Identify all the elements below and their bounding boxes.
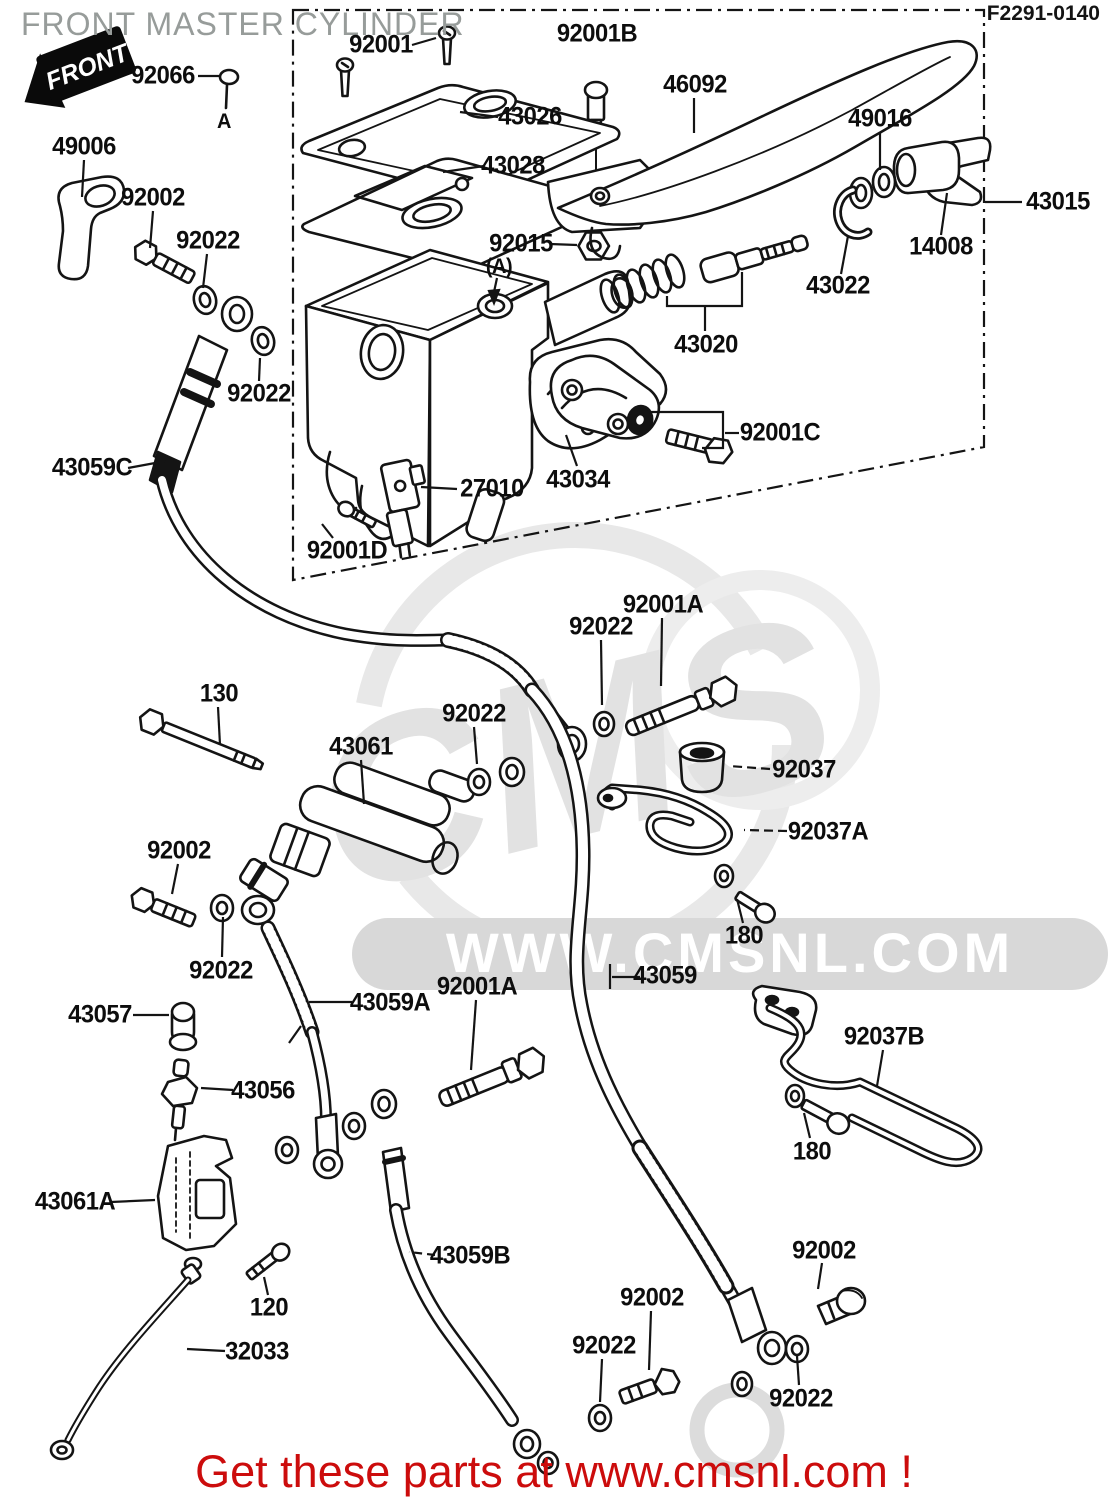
part-label-43061[interactable]: 43061 — [329, 732, 393, 761]
bolt-130-art — [138, 708, 265, 771]
hook-92037a-art — [596, 783, 733, 856]
part-label-180[interactable]: 180 — [724, 921, 764, 950]
hose-43059a-art — [240, 894, 398, 1180]
part-label-120[interactable]: 120 — [249, 1293, 289, 1322]
screw-92001-art — [335, 25, 457, 98]
part-label-43059b[interactable]: 43059B — [429, 1241, 511, 1270]
piston-spring-art — [599, 234, 809, 314]
part-label-92037[interactable]: 92037 — [772, 755, 836, 784]
clip-43022-art — [833, 185, 873, 240]
bolt-180-upper-art — [713, 863, 776, 924]
part-label-92001b[interactable]: 92001B — [556, 19, 638, 48]
front-direction-sign: FRONT — [24, 26, 136, 108]
hose-32033-art — [49, 1256, 203, 1461]
part-label-a: A — [217, 110, 231, 133]
screw-92001a-lower-art — [438, 1046, 546, 1107]
part-label-92022[interactable]: 92022 — [569, 612, 633, 641]
part-label-92037b[interactable]: 92037B — [843, 1022, 925, 1051]
part-label-92002[interactable]: 92002 — [620, 1283, 684, 1312]
bleeder-43056-art — [160, 1058, 199, 1142]
grommet-92037-art — [678, 741, 726, 794]
bolt-92002-middle-art — [130, 886, 197, 928]
part-label-43022[interactable]: 43022 — [806, 271, 870, 300]
watermark-url-text: WWW.CMSNL.COM — [446, 921, 1014, 984]
leader-lines — [80, 36, 1022, 1403]
page-title: FRONT MASTER CYLINDER — [21, 6, 465, 42]
part-label-43059[interactable]: 43059 — [633, 961, 697, 990]
part-label-92022[interactable]: 92022 — [572, 1331, 636, 1360]
reservoir-cap-art — [300, 83, 621, 201]
sleeve-14008-art — [892, 140, 961, 195]
lever-boot-art — [57, 175, 126, 281]
washer-92001c-art — [626, 404, 654, 436]
assembly-boundary-box — [291, 8, 986, 582]
bolt-180-lower-art — [784, 1083, 851, 1136]
part-label-92002[interactable]: 92002 — [792, 1236, 856, 1265]
washers-49016-art — [848, 165, 897, 210]
part-label-43059a[interactable]: 43059A — [349, 988, 431, 1017]
part-label-92022[interactable]: 92022 — [227, 379, 291, 408]
part-label-43061a[interactable]: 43061A — [34, 1187, 116, 1216]
part-label-43015[interactable]: 43015 — [1026, 187, 1090, 216]
part-label-43034[interactable]: 43034 — [546, 465, 610, 494]
part-label-92022[interactable]: 92022 — [442, 699, 506, 728]
pin-92066-art — [218, 68, 240, 110]
washer-92022-art — [192, 284, 276, 357]
part-label-92002[interactable]: 92002 — [147, 836, 211, 865]
part-label-92001a[interactable]: 92001A — [436, 972, 518, 1001]
bolt-120-art — [245, 1242, 291, 1281]
brake-lever-art — [546, 39, 978, 261]
part-label-92015[interactable]: 92015 — [489, 229, 553, 258]
part-label-43020[interactable]: 43020 — [674, 330, 738, 359]
part-label-27010[interactable]: 27010 — [460, 474, 524, 503]
part-label-180[interactable]: 180 — [792, 1137, 832, 1166]
part-label-49006[interactable]: 49006 — [52, 132, 116, 161]
part-label-14008[interactable]: 14008 — [909, 232, 973, 261]
part-label-92001[interactable]: 92001 — [349, 30, 413, 59]
part-label-43028[interactable]: 43028 — [481, 151, 545, 180]
part-label-32033[interactable]: 32033 — [225, 1337, 289, 1366]
part-label-92022[interactable]: 92022 — [769, 1384, 833, 1413]
part-label-a: (A) — [485, 255, 513, 278]
switch-27010-art — [379, 458, 426, 559]
part-label-92037a[interactable]: 92037A — [787, 817, 869, 846]
bolt-92001c-art — [664, 428, 734, 465]
screw-92001d-art — [337, 500, 377, 529]
part-label-49016[interactable]: 49016 — [848, 104, 912, 133]
nut-92015-art — [577, 231, 611, 261]
washer-92022-bottom-art — [587, 1403, 613, 1433]
wire-guide-92037b-art — [751, 984, 983, 1167]
part-label-43026[interactable]: 43026 — [498, 102, 562, 131]
part-label-130[interactable]: 130 — [199, 679, 239, 708]
part-label-92066[interactable]: 92066 — [131, 61, 195, 90]
part-label-92001a[interactable]: 92001A — [622, 590, 704, 619]
part-label-92001c[interactable]: 92001C — [739, 418, 821, 447]
part-label-92022[interactable]: 92022 — [176, 226, 240, 255]
bolt-92002-bottom-middle-art — [618, 1367, 681, 1405]
junction-43061-art — [239, 710, 616, 903]
diagram-code: F2291-0140 — [986, 2, 1100, 25]
part-label-43059c[interactable]: 43059C — [51, 453, 133, 482]
bolt-92002-bottom-right-art — [816, 1286, 867, 1326]
junction-43061a-art — [156, 1134, 238, 1252]
part-label-92001d[interactable]: 92001D — [306, 536, 388, 565]
footer-promo-text[interactable]: Get these parts at www.cmsnl.com ! — [195, 1446, 913, 1497]
washer-92022-middle-art — [209, 893, 235, 923]
part-label-46092[interactable]: 46092 — [663, 70, 727, 99]
part-label-43056[interactable]: 43056 — [231, 1076, 295, 1105]
part-label-43057[interactable]: 43057 — [68, 1000, 132, 1029]
part-label-92002[interactable]: 92002 — [121, 183, 185, 212]
screw-92001a-upper-art — [624, 675, 738, 737]
part-label-92022[interactable]: 92022 — [189, 956, 253, 985]
hose-43059-art — [524, 682, 810, 1398]
hose-43059b-art — [381, 1146, 560, 1476]
diaphragm-plate-art — [301, 157, 604, 272]
fitting-43057-art — [168, 1001, 198, 1052]
